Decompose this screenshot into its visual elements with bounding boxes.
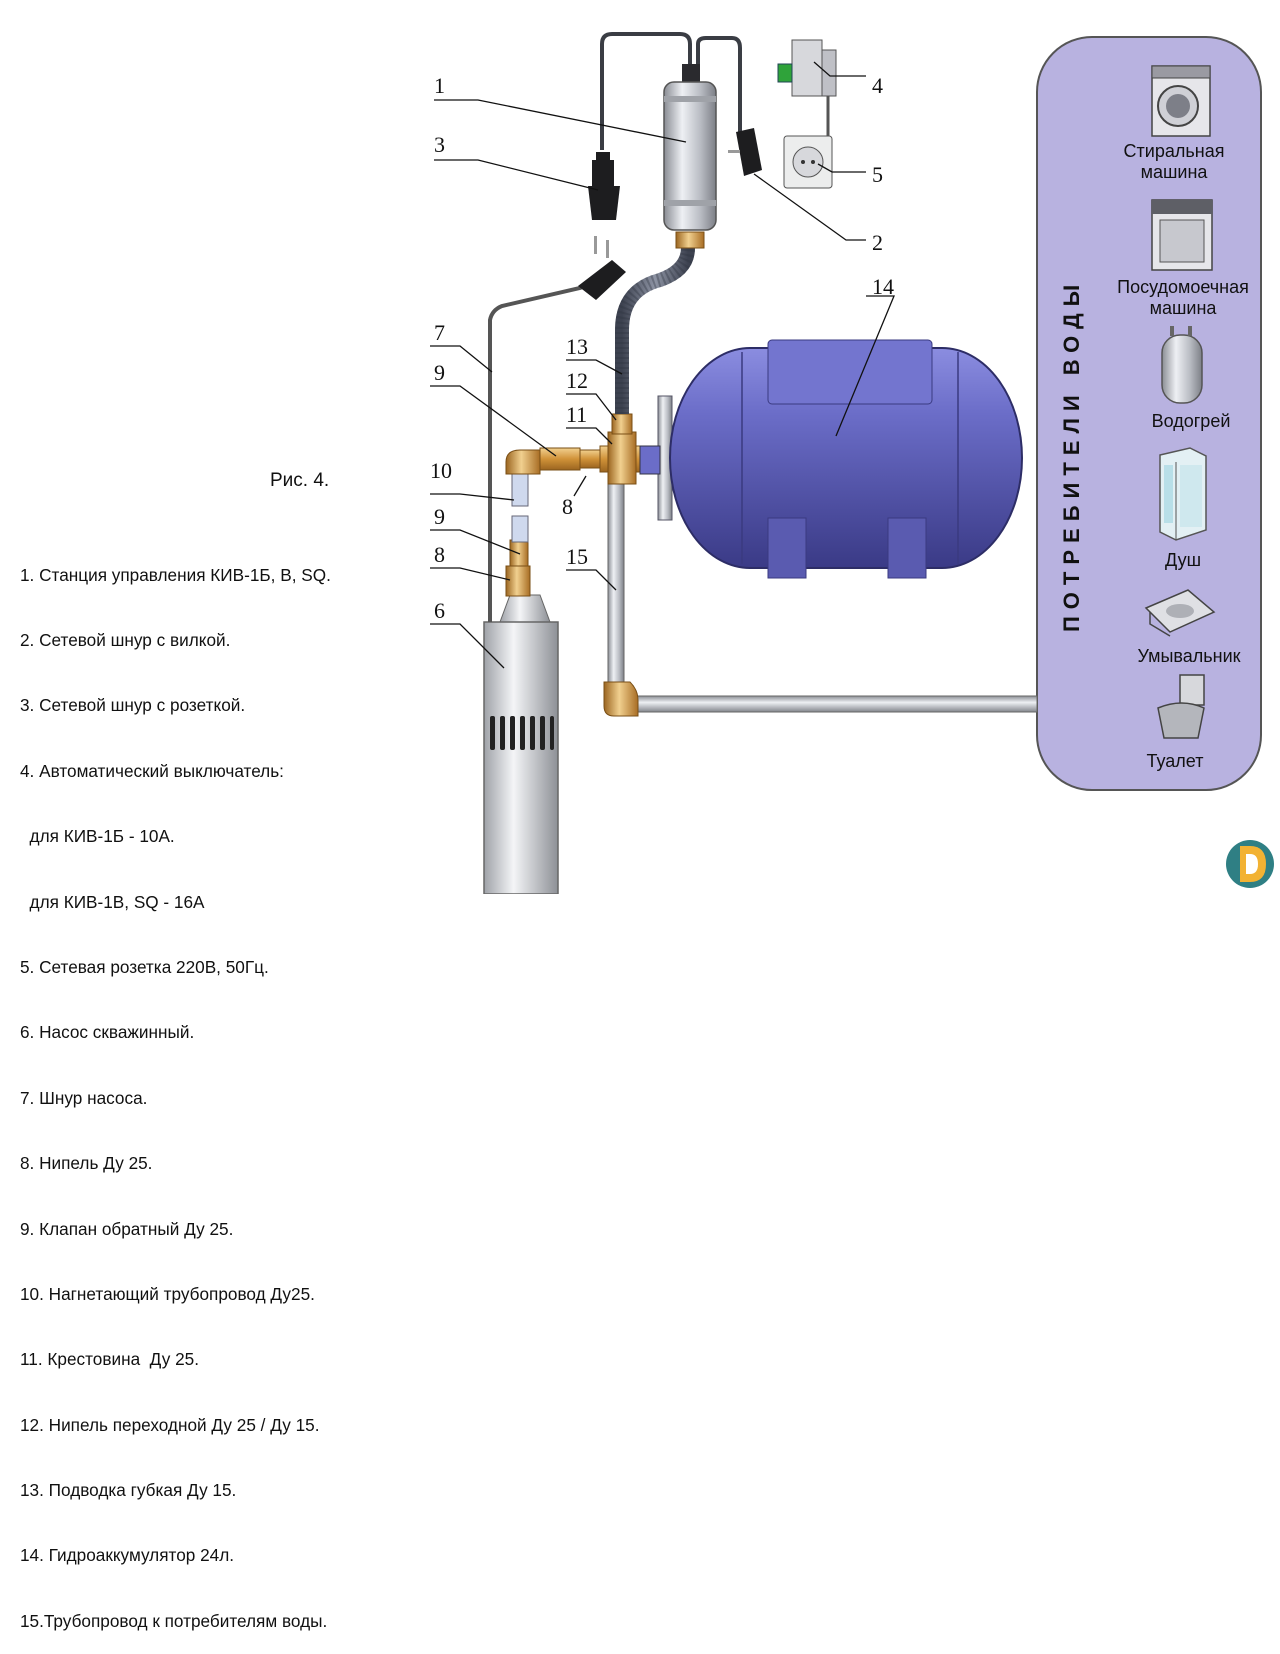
pressure-pipeline [505, 447, 603, 597]
legend-item: 5. Сетевая розетка 220В, 50Гц. [20, 956, 269, 977]
hydraulic-accumulator [639, 339, 1023, 579]
consumers-panel-title: ПОТРЕБИТЕЛИ ВОДЫ [1059, 278, 1084, 632]
callout-4: 4 [872, 73, 883, 98]
shower-label: Душ [1165, 550, 1201, 570]
wash-basin-label: Умывальник [1137, 646, 1240, 666]
callout-9-top: 9 [434, 360, 445, 385]
pump-cable-plug [578, 236, 626, 300]
legend-item: 15.Трубопровод к потребителям воды. [20, 1610, 328, 1631]
legend-item: 4. Автоматический выключатель: [20, 760, 284, 781]
legend-item: 6. Насос скважинный. [20, 1022, 195, 1043]
station-input-cable [696, 36, 742, 132]
callout-11: 11 [566, 402, 587, 427]
legend-item: 10. Нагнетающий трубопровод Ду25. [20, 1283, 315, 1304]
legend-item: 13. Подводка губкая Ду 15. [20, 1480, 237, 1501]
callout-leaders [430, 61, 895, 669]
well-pump-system-diagram: ПОТРЕБИТЕЛИ ВОДЫ Стиральная машина Посуд… [430, 32, 1274, 894]
control-station [663, 64, 717, 249]
water-heater-icon [1161, 326, 1203, 404]
brand-logo-icon [1226, 840, 1274, 888]
dishwasher-icon [1151, 199, 1213, 271]
consumer-pipeline [603, 461, 1038, 717]
callout-2: 2 [872, 230, 883, 255]
washing-machine-label-2: машина [1141, 162, 1209, 182]
callout-5: 5 [872, 162, 883, 187]
legend-item: 8. Нипель Ду 25. [20, 1153, 153, 1174]
legend-item: 3. Сетевой шнур с розеткой. [20, 695, 246, 716]
shower-cabin-icon [1159, 447, 1207, 541]
component-legend: 1. Станция управления КИВ-1Б, В, SQ. 2. … [20, 521, 331, 1654]
dishwasher-label-1: Посудомоечная [1117, 277, 1249, 297]
washing-machine-label-1: Стиральная [1124, 141, 1225, 161]
borehole-pump [483, 594, 559, 894]
power-cord-socket [588, 152, 620, 220]
callout-7: 7 [434, 320, 445, 345]
callout-8-top: 8 [562, 494, 573, 519]
legend-item: 14. Гидроаккумулятор 24л. [20, 1545, 235, 1566]
washing-machine-icon [1151, 65, 1211, 137]
callout-8-bottom: 8 [434, 542, 445, 567]
toilet-icon [1157, 674, 1205, 739]
callout-6: 6 [434, 598, 445, 623]
callout-14: 14 [872, 274, 894, 299]
toilet-label: Туалет [1147, 751, 1204, 771]
callout-9-bottom: 9 [434, 504, 445, 529]
power-cord-plug [728, 128, 762, 176]
legend-item: 11. Крестовина Ду 25. [20, 1349, 199, 1370]
pump-cable [488, 280, 599, 622]
legend-item: для КИВ-1В, SQ - 16А [20, 891, 205, 912]
legend-item: для КИВ-1Б - 10А. [20, 826, 175, 847]
legend-item: 9. Клапан обратный Ду 25. [20, 1218, 234, 1239]
wall-socket [783, 135, 833, 189]
callout-15: 15 [566, 544, 588, 569]
circuit-breaker [777, 39, 837, 138]
legend-item: 7. Шнур насоса. [20, 1087, 148, 1108]
callout-3: 3 [434, 132, 445, 157]
callout-13: 13 [566, 334, 588, 359]
legend-item: 12. Нипель переходной Ду 25 / Ду 15. [20, 1414, 320, 1435]
dishwasher-label-2: машина [1150, 298, 1218, 318]
callout-10: 10 [430, 458, 452, 483]
callout-1: 1 [434, 73, 445, 98]
wash-basin-icon [1144, 589, 1216, 637]
station-output-cable [600, 32, 692, 150]
legend-item: 1. Станция управления КИВ-1Б, В, SQ. [20, 564, 331, 585]
water-heater-label: Водогрей [1152, 411, 1231, 431]
callout-12: 12 [566, 368, 588, 393]
figure-caption: Рис. 4. [270, 470, 330, 491]
flexible-hose [615, 247, 695, 414]
legend-item: 2. Сетевой шнур с вилкой. [20, 629, 231, 650]
